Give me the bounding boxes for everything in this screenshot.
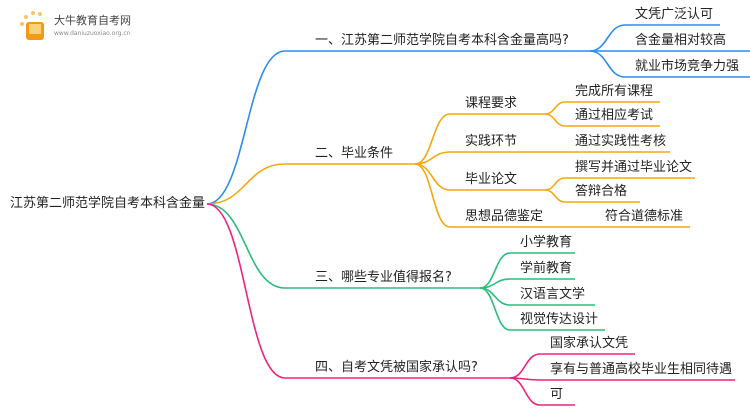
leaf-link [509,377,735,381]
sub-link [414,113,545,165]
branch-node[interactable]: 四、自考文凭被国家承认吗? [315,360,478,375]
leaf-node[interactable]: 视觉传达设计 [520,312,599,327]
sub-node[interactable]: 毕业论文 [465,172,518,187]
leaf-node[interactable]: 可 [550,387,564,402]
leaf-node[interactable]: 学前教育 [520,261,573,276]
branch-node[interactable]: 一、江苏第二师范学院自考本科含金量高吗? [315,33,569,48]
leaf-node[interactable]: 就业市场竞争力强 [635,59,740,74]
leaf-link [544,113,660,127]
leaf-node[interactable]: 享有与普通高校毕业生相同待遇 [550,362,733,377]
logo: 大牛教育自考网 www.daniuzuoxiao.org.cn [18,10,138,46]
leaf-link [544,101,660,115]
leaf-link [509,377,575,406]
leaf-link [544,177,695,191]
branch-link [206,50,590,205]
leaf-link [589,50,750,78]
leaf-node[interactable]: 完成所有课程 [575,84,654,99]
leaf-link [479,287,605,331]
branch-node[interactable]: 二、毕业条件 [315,146,394,161]
branch-link [206,203,480,289]
leaf-node[interactable]: 通过实践性考核 [575,134,667,149]
leaf-link [544,189,640,203]
leaf-node[interactable]: 撰写并通过毕业论文 [575,160,693,175]
leaf-node[interactable]: 通过相应考试 [575,108,654,123]
leaf-node[interactable]: 符合道德标准 [605,209,684,224]
leaf-link [479,278,575,289]
branch-link [206,163,415,205]
leaf-node[interactable]: 小学教育 [520,235,573,250]
root-node[interactable]: 江苏第二师范学院自考本科含金量 [10,196,206,211]
sub-link [414,163,580,228]
branch-link [206,203,510,379]
sub-link [414,151,545,165]
book-logo-icon [20,11,44,40]
branch-node[interactable]: 三、哪些专业值得报名? [315,270,452,285]
sub-node[interactable]: 思想品德鉴定 [465,209,544,224]
logo-url: www.daniuzuoxiao.org.cn [54,30,131,37]
leaf-node[interactable]: 文凭广泛认可 [635,7,714,22]
leaf-node[interactable]: 答辩合格 [575,184,628,199]
leaf-link [589,24,720,52]
leaf-node[interactable]: 国家承认文凭 [550,336,629,351]
leaf-node[interactable]: 汉语言文学 [520,287,586,302]
leaf-node[interactable]: 含金量相对较高 [635,33,727,48]
sub-node[interactable]: 课程要求 [465,96,518,111]
logo-title: 大牛教育自考网 [54,14,131,27]
leaf-link [509,353,635,379]
sub-node[interactable]: 实践环节 [465,134,518,149]
